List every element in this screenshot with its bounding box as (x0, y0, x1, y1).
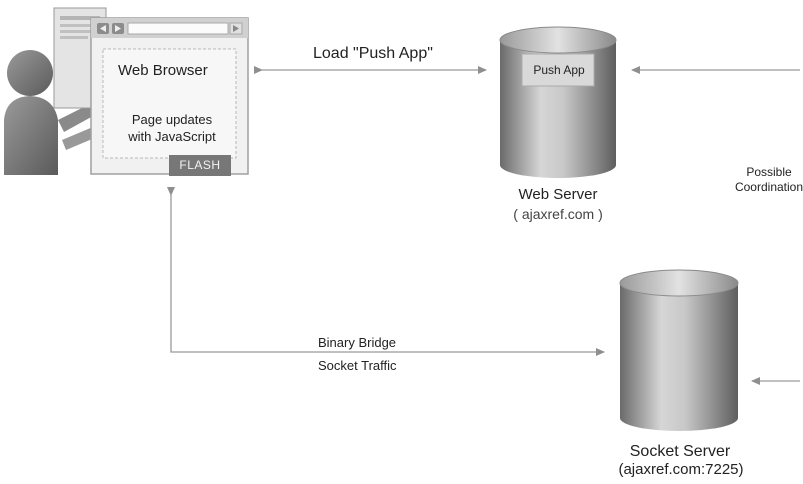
web-browser-window (90, 17, 249, 176)
push-app-box (521, 53, 595, 87)
load-push-app-label: Load "Push App" (313, 45, 433, 62)
browser-body-text: Page updates with JavaScript (112, 111, 232, 145)
socket-server-name: Socket Server (629, 443, 731, 460)
arrows (167, 66, 800, 385)
binary-bridge-label: Binary Bridge (318, 335, 397, 350)
socket-server-host: (ajaxref.com:7225) (618, 461, 744, 478)
socket-server-cylinder (619, 269, 739, 431)
browser-title: Web Browser (118, 62, 208, 79)
push-app-label: Push App (533, 63, 585, 77)
flash-label: FLASH (179, 158, 221, 172)
socket-traffic-label: Socket Traffic (318, 358, 397, 373)
possible-coordination-label: Possible Coordination (724, 165, 803, 195)
flash-box (169, 155, 231, 176)
address-bar (127, 22, 229, 35)
web-server-name: Web Server (518, 186, 598, 203)
browser-body-line-2: with JavaScript (128, 129, 216, 144)
web-server-cylinder (499, 26, 617, 178)
coordination-line-2: Coordination (734, 180, 803, 194)
web-server-host: ( ajaxref.com ) (513, 206, 603, 222)
browser-body-line-1: Page updates (131, 112, 213, 127)
user-person-icon (4, 50, 104, 175)
coordination-line-1: Possible (746, 165, 792, 179)
binary-bridge-arrow (167, 187, 605, 356)
